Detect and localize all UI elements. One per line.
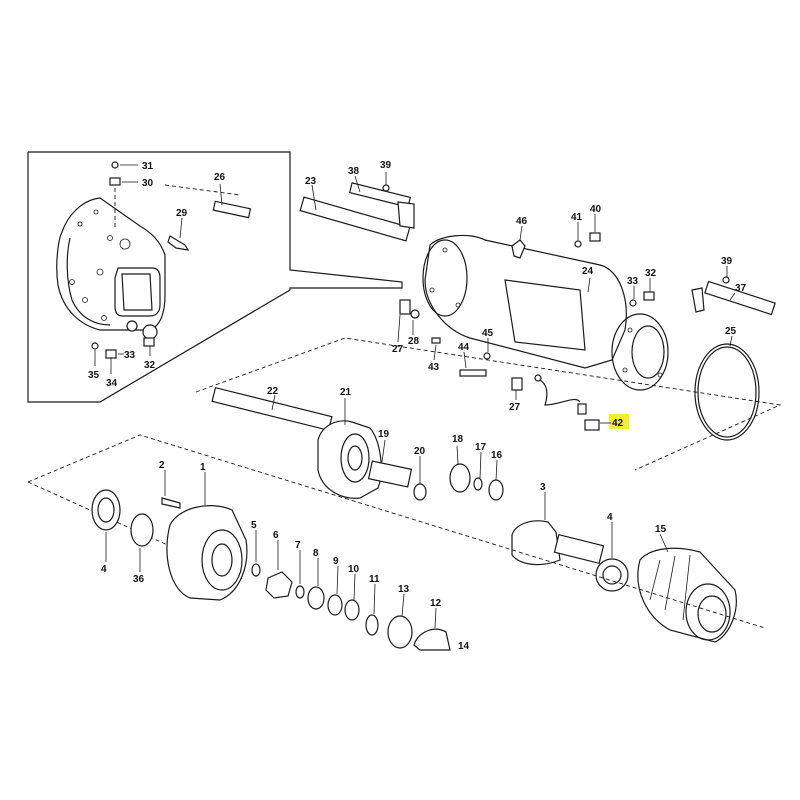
callout-label: 4 xyxy=(607,512,613,523)
callout-label: 40 xyxy=(590,204,602,215)
callout-label: 18 xyxy=(452,434,464,445)
callout-label: 33 xyxy=(124,350,136,361)
callout-label: 33 xyxy=(627,276,639,287)
callout-label: 37 xyxy=(735,283,747,294)
callout-label: 38 xyxy=(348,166,360,177)
callout-label: 4 xyxy=(101,564,107,575)
callout-label: 32 xyxy=(144,360,156,371)
callout-label: 39 xyxy=(721,256,733,267)
callout-label: 35 xyxy=(88,370,100,381)
callout-label: 36 xyxy=(133,574,145,585)
callout-label: 14 xyxy=(458,641,470,652)
callout-label: 23 xyxy=(305,176,317,187)
callout-label: 43 xyxy=(428,362,440,373)
callout-label: 21 xyxy=(340,387,352,398)
callout-label: 17 xyxy=(475,442,487,453)
callout-label: 26 xyxy=(214,172,226,183)
callout-label: 45 xyxy=(482,328,494,339)
callout-label: 19 xyxy=(378,429,390,440)
callout-label: 39 xyxy=(380,160,392,171)
callout-label: 24 xyxy=(582,266,594,277)
highlight-marker xyxy=(609,414,629,429)
callout-label: 13 xyxy=(398,584,410,595)
callout-label: 27 xyxy=(509,402,521,413)
callout-label: 22 xyxy=(267,386,279,397)
drive-group: 22 21 19 20 18 17 16 3 4 xyxy=(211,386,737,643)
callout-label: 11 xyxy=(369,574,380,585)
callout-label: 29 xyxy=(176,208,188,219)
callout-label: 27 xyxy=(392,344,404,355)
callout-label: 2 xyxy=(159,460,165,471)
callout-label: 7 xyxy=(295,540,301,551)
axle-housing-group: 23 38 39 46 41 40 24 3 xyxy=(195,160,782,471)
callout-label: 6 xyxy=(273,530,279,541)
callout-label: 16 xyxy=(491,450,503,461)
callout-label: 12 xyxy=(430,598,442,609)
callout-label: 28 xyxy=(408,336,420,347)
inset-panel: 31 30 26 29 32 35 34 33 xyxy=(27,151,403,403)
callout-label: 34 xyxy=(106,378,118,389)
callout-label: 1 xyxy=(200,462,206,473)
callout-label: 8 xyxy=(313,548,319,559)
callout-label: 15 xyxy=(655,524,667,535)
callout-label: 20 xyxy=(414,446,426,457)
callout-label: 5 xyxy=(251,520,257,531)
callout-label: 44 xyxy=(458,342,470,353)
callout-label: 10 xyxy=(348,564,360,575)
callout-label: 25 xyxy=(725,326,737,337)
callout-label: 41 xyxy=(571,212,583,223)
callout-label: 3 xyxy=(540,482,546,493)
callout-label: 32 xyxy=(645,268,657,279)
callout-42-highlighted: 42 xyxy=(612,418,624,429)
callout-label: 46 xyxy=(516,216,528,227)
callout-label: 31 xyxy=(142,161,154,172)
hub-group: 4 2 36 1 5 6 7 8 9 10 11 13 xyxy=(27,434,766,652)
callout-label: 9 xyxy=(333,556,339,567)
callout-label: 30 xyxy=(142,178,154,189)
